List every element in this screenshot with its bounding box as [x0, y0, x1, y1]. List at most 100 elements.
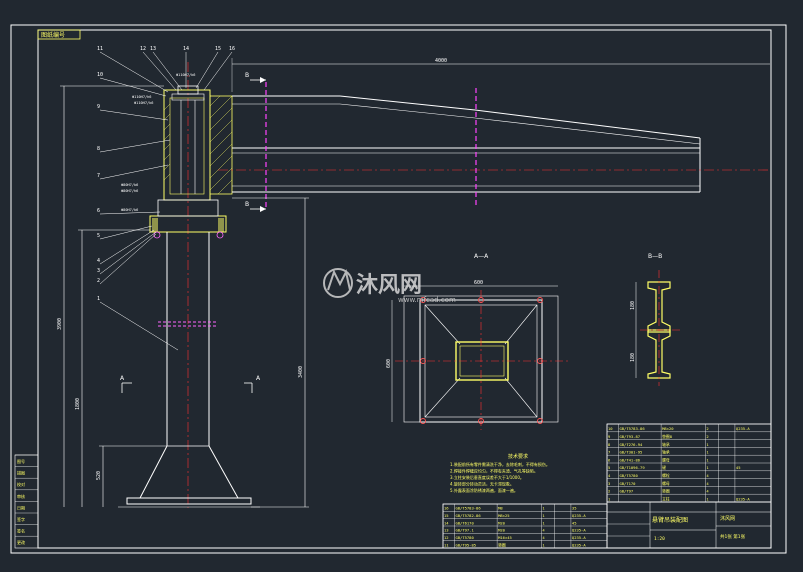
- svg-text:A: A: [256, 375, 261, 382]
- table-cell: 轴承: [662, 442, 670, 447]
- callout-leader: [142, 51, 177, 91]
- left-strip-label: 更改: [17, 539, 25, 545]
- table-cell: 14: [444, 520, 449, 525]
- table-cell: M8×20: [662, 426, 674, 431]
- callout-number: 14: [183, 46, 189, 52]
- table-cell: 7: [608, 450, 610, 455]
- section-marker-a-right: A: [244, 375, 261, 393]
- table-cell: GB/T97.1: [455, 528, 474, 533]
- fit-label: Φ110H7/k6: [134, 101, 153, 105]
- table-cell: M16×45: [498, 535, 512, 540]
- technical-notes: 技术要求 1.装配前所有零件需清洗干净，去除毛刺，不得有损伤。2.焊接件焊缝应均…: [450, 453, 550, 493]
- callout-leader: [152, 51, 183, 91]
- section-marker-b-top: B: [245, 72, 266, 83]
- dim-height-column: 3400: [298, 366, 304, 378]
- table-cell: 9: [608, 434, 611, 439]
- callout-number: 11: [97, 46, 103, 52]
- table-cell: Q235-A: [572, 542, 586, 547]
- sec-a-width: 600: [474, 280, 483, 286]
- sec-b-dim-2: 180: [630, 353, 636, 362]
- watermark-logo-icon: [323, 268, 353, 298]
- callout-number: 6: [97, 208, 100, 214]
- callout-leader: [99, 164, 169, 180]
- callout-number: 7: [97, 173, 100, 179]
- table-cell: Q235-A: [572, 513, 586, 518]
- sec-a-height: 600: [386, 359, 392, 368]
- callout-leader: [99, 301, 179, 351]
- left-strip-label: 描图: [17, 470, 25, 476]
- table-cell: 4: [706, 481, 709, 486]
- title-tag: 图纸编号: [37, 29, 81, 40]
- dim-height-lower: 1800: [75, 398, 81, 410]
- callout-leader: [99, 77, 167, 97]
- table-cell: 4: [706, 473, 709, 478]
- left-strip-label: 校对: [17, 481, 25, 487]
- title-block-sheet: 共1张 第1张: [720, 533, 746, 540]
- callout-number: 12: [140, 46, 146, 52]
- callout-number: 1: [97, 296, 100, 302]
- table-cell: M8: [498, 506, 503, 511]
- table-cell: 1: [706, 496, 709, 501]
- left-strip-label: 审核: [17, 493, 25, 499]
- table-cell: 6: [608, 457, 611, 462]
- table-cell: M20: [498, 520, 506, 525]
- table-cell: Q235-A: [736, 496, 750, 501]
- note-line: 5.外露表面涂防锈漆两遍，面漆一遍。: [450, 487, 518, 493]
- callout-leader: [99, 51, 169, 93]
- arm-plate: [209, 95, 233, 195]
- left-strip-label: 签字: [17, 516, 25, 522]
- table-cell: 4: [608, 473, 611, 478]
- callout-number: 15: [215, 46, 221, 52]
- table-cell: 螺母: [662, 481, 670, 486]
- table-cell: GB/T5783-86: [619, 426, 645, 431]
- table-cell: 10: [608, 426, 613, 431]
- table-cell: 垫圈: [662, 489, 670, 494]
- callout-leader: [99, 233, 157, 285]
- table-cell: 45: [572, 520, 577, 525]
- fit-label: Φ110H7/h6: [132, 95, 151, 99]
- table-cell: 垫圈: [498, 542, 506, 547]
- section-marker-b-bottom: B: [245, 201, 266, 212]
- table-cell: GB/T5782-86: [455, 513, 481, 518]
- fit-label: Φ110H7/k6: [176, 73, 195, 77]
- note-line: 2.焊接件焊缝应均匀，不得有夹渣、气孔等缺陷。: [450, 468, 538, 474]
- table-cell: Q235-A: [736, 426, 750, 431]
- outer-frame: [10, 24, 787, 554]
- dim-base: 520: [96, 471, 102, 480]
- callout-leader: [99, 225, 153, 240]
- section-bb-view: B—B 180 180: [630, 253, 680, 386]
- table-cell: GB/T97: [619, 489, 633, 494]
- callout-leader: [99, 229, 155, 265]
- callout-leader: [195, 51, 219, 89]
- table-cell: 1: [608, 496, 611, 501]
- table-cell: 螺母: [662, 457, 670, 462]
- left-strip-label: 签名: [17, 528, 25, 534]
- table-cell: 35: [572, 506, 577, 511]
- table-cell: GB/T6170: [455, 520, 474, 525]
- table-cell: 螺栓: [662, 473, 670, 478]
- svg-text:B: B: [245, 72, 249, 79]
- title-block: 悬臂吊装配图 沐风网 1:20 共1张 第1张: [606, 501, 772, 549]
- table-cell: GB/T276-94: [619, 442, 643, 447]
- section-bb-title: B—B: [648, 253, 662, 260]
- note-line: 1.装配前所有零件需清洗干净，去除毛刺，不得有损伤。: [450, 461, 550, 467]
- watermark: 沐风网 www.mfcad.com: [323, 268, 456, 304]
- sec-b-dim-1: 180: [630, 301, 636, 310]
- i-beam-lower: [647, 329, 671, 379]
- notes-title: 技术要求: [508, 453, 528, 460]
- table-cell: GB/T170: [619, 481, 636, 486]
- callout-number: 9: [97, 104, 100, 110]
- callout-leader: [203, 51, 233, 91]
- svg-text:A: A: [120, 375, 125, 382]
- svg-text:B: B: [245, 201, 249, 208]
- table-cell: 11: [444, 542, 449, 547]
- table-cell: 15: [444, 513, 449, 518]
- callout-leader: [99, 139, 171, 153]
- cantilever-arm: [218, 95, 770, 193]
- table-cell: 12: [444, 535, 449, 540]
- table-cell: 1: [706, 465, 709, 470]
- table-cell: GB/T95-85: [455, 542, 476, 547]
- section-aa-view: A—A 600 600: [386, 253, 568, 430]
